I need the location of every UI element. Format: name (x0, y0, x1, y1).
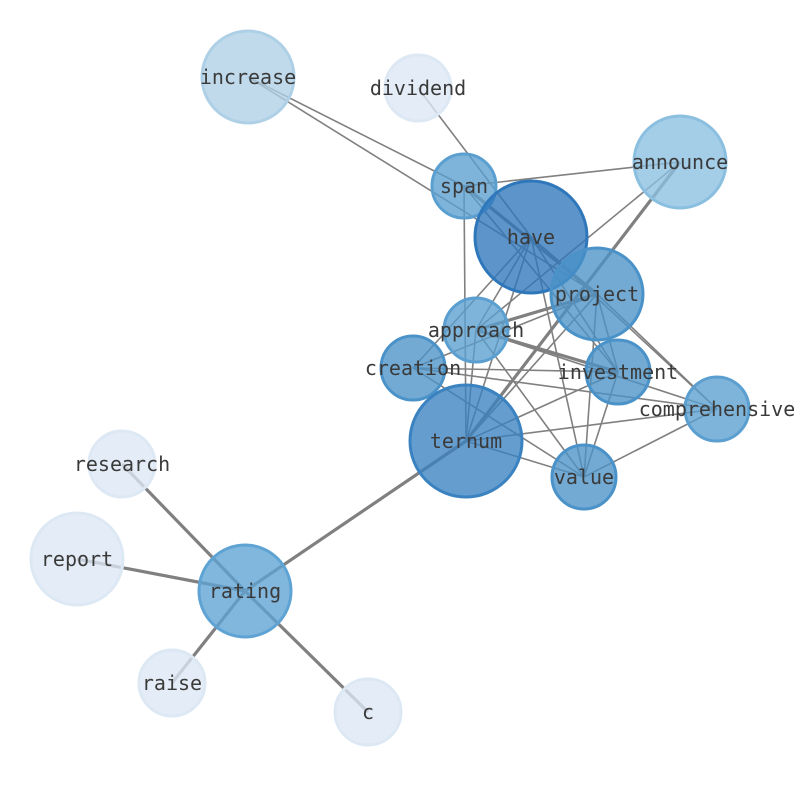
node-value: value (550, 443, 618, 511)
node-label-approach: approach (428, 318, 524, 342)
node-circle-announce (632, 114, 728, 210)
node-circle-investment (584, 338, 652, 406)
node-research: research (74, 429, 170, 499)
node-circle-have (473, 179, 589, 295)
node-circle-raise (137, 648, 207, 718)
node-label-increase: increase (200, 65, 296, 89)
node-ternum: ternum (408, 383, 524, 499)
node-label-comprehensive: comprehensive (639, 397, 794, 421)
node-announce: announce (632, 114, 728, 210)
node-circle-project (549, 246, 645, 342)
node-creation: creation (365, 334, 461, 402)
node-increase: increase (200, 29, 296, 125)
node-circle-report (29, 511, 125, 607)
node-circle-comprehensive (683, 375, 751, 443)
node-label-announce: announce (632, 150, 728, 174)
edge-creation-investment (412, 367, 619, 373)
node-have: have (473, 179, 589, 295)
node-circle-rating (197, 543, 293, 639)
node-circle-dividend (383, 53, 453, 123)
node-span: span (430, 152, 498, 220)
node-circle-research (87, 429, 157, 499)
node-label-research: research (74, 452, 170, 476)
node-circle-creation (379, 334, 447, 402)
node-label-rating: rating (209, 579, 281, 603)
node-rating: rating (197, 543, 293, 639)
node-raise: raise (137, 648, 207, 718)
node-label-value: value (554, 465, 614, 489)
node-approach: approach (428, 296, 524, 364)
node-circle-increase (200, 29, 296, 125)
node-report: report (29, 511, 125, 607)
node-label-report: report (41, 547, 113, 571)
node-c: c (333, 677, 403, 747)
node-circle-value (550, 443, 618, 511)
node-label-creation: creation (365, 356, 461, 380)
node-label-dividend: dividend (370, 76, 466, 100)
node-investment: investment (558, 338, 678, 406)
edge-creation-comprehensive (412, 367, 718, 410)
node-label-c: c (362, 700, 374, 724)
node-comprehensive: comprehensive (639, 375, 794, 443)
node-circle-c (333, 677, 403, 747)
node-label-ternum: ternum (430, 429, 502, 453)
node-dividend: dividend (370, 53, 466, 123)
node-label-investment: investment (558, 360, 678, 384)
node-label-have: have (507, 225, 555, 249)
node-label-span: span (440, 174, 488, 198)
node-circle-span (430, 152, 498, 220)
node-circle-approach (442, 296, 510, 364)
node-label-project: project (555, 282, 639, 306)
node-circle-ternum (408, 383, 524, 499)
node-project: project (549, 246, 645, 342)
node-layer: increase dividend span announce have project a… (29, 29, 794, 747)
node-label-raise: raise (142, 671, 202, 695)
